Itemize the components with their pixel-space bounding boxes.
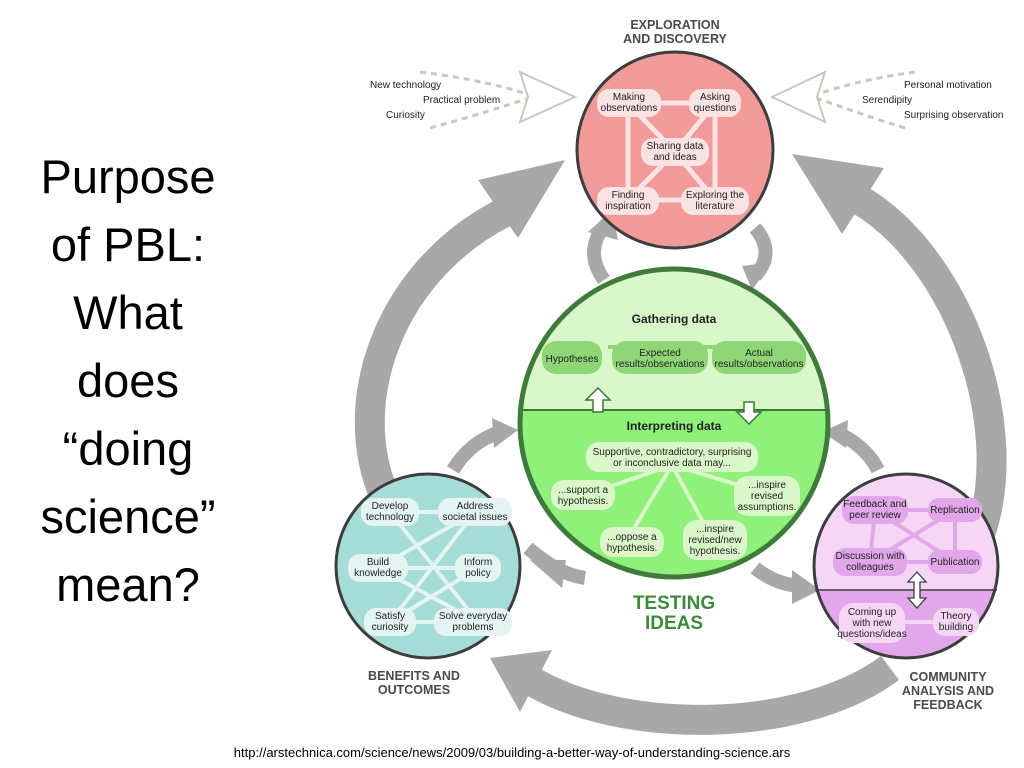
node-discussion: Discussion with — [836, 551, 905, 562]
community-heading: FEEDBACK — [913, 698, 982, 712]
arrow-right-down-head — [792, 154, 884, 234]
node-new-questions: questions/ideas — [837, 629, 907, 640]
interpreting-data-title: Interpreting data — [627, 419, 722, 433]
title-line: does — [77, 354, 179, 407]
gathering-data-title: Gathering data — [632, 312, 717, 326]
cycle-arrows — [354, 154, 1007, 735]
node-revised-new-hypothesis: ...inspire — [696, 524, 734, 535]
source-url: http://arstechnica.com/science/news/2009… — [233, 745, 791, 760]
node-develop-technology: Develop — [372, 501, 409, 512]
node-discussion: colleagues — [846, 562, 894, 573]
node-oppose-hypothesis: hypothesis. — [607, 543, 658, 554]
input-arrow-right: Personal motivation Serendipity Surprisi… — [769, 70, 1004, 130]
node-making-observations: Making — [613, 92, 645, 103]
node-revised-assumptions: assumptions. — [738, 502, 797, 513]
node-actual-results: results/observations — [715, 359, 804, 370]
benefits-circle: Develop technology Address societal issu… — [334, 472, 522, 697]
community-heading: COMMUNITY — [909, 670, 987, 684]
node-inform-policy: policy — [465, 568, 491, 579]
arrow-right-down — [851, 187, 1007, 546]
title-line: What — [73, 286, 183, 339]
node-revised-new-hypothesis: revised/new — [688, 535, 742, 546]
node-address-issues: societal issues — [442, 512, 507, 523]
down-arrow-icon — [735, 401, 763, 426]
data-may-text: Supportive, contradictory, surprising — [593, 447, 752, 458]
node-support-hypothesis: hypothesis. — [558, 496, 609, 507]
exploration-heading: AND DISCOVERY — [623, 32, 727, 46]
node-feedback-review: Feedback and — [843, 499, 906, 510]
node-asking-questions: Asking — [700, 92, 730, 103]
exploration-circle: EXPLORATION AND DISCOVERY Making observa… — [575, 18, 775, 250]
node-satisfy-curiosity: Satisfy — [375, 611, 405, 622]
node-publication: Publication — [931, 557, 980, 568]
node-revised-assumptions: revised — [751, 491, 783, 502]
title-line: Purpose — [40, 150, 216, 203]
arrow-bottom-head — [490, 650, 552, 712]
slide-title: Purpose of PBL: What does “doing science… — [18, 143, 238, 619]
input-new-technology: New technology — [370, 80, 441, 91]
node-build-knowledge: Build — [367, 557, 389, 568]
node-replication: Replication — [930, 505, 979, 516]
up-arrow-icon — [584, 386, 612, 413]
node-feedback-review: peer review — [849, 510, 901, 521]
exploration-heading: EXPLORATION — [630, 18, 719, 32]
node-making-observations: observations — [601, 103, 658, 114]
node-new-questions: with new — [852, 618, 893, 629]
node-develop-technology: technology — [366, 512, 414, 523]
node-new-questions: Coming up — [848, 607, 897, 618]
title-line: mean? — [56, 558, 200, 611]
input-personal-motivation: Personal motivation — [904, 80, 992, 91]
node-expected-results: Expected — [639, 348, 681, 359]
input-practical-problem: Practical problem — [423, 95, 500, 106]
title-line: science” — [40, 490, 216, 543]
node-sharing-data: Sharing data — [647, 141, 704, 152]
input-surprising-observation: Surprising observation — [904, 110, 1004, 121]
arrow-bottom — [522, 655, 899, 735]
node-theory-building: Theory — [940, 611, 971, 622]
community-circle: Feedback and peer review Replication Dis… — [812, 472, 1000, 712]
node-sharing-data: and ideas — [653, 152, 696, 163]
input-arrow-left: New technology Practical problem Curiosi… — [370, 70, 578, 130]
title-line: “doing — [62, 422, 194, 475]
node-finding-inspiration: inspiration — [605, 201, 651, 212]
node-hypotheses: Hypotheses — [546, 354, 599, 365]
arrow-left-up-head — [478, 160, 565, 238]
title-line: of PBL: — [50, 218, 206, 271]
node-address-issues: Address — [457, 501, 494, 512]
node-asking-questions: questions — [694, 103, 737, 114]
node-solve-problems: Solve everyday — [439, 611, 507, 622]
node-expected-results: results/observations — [616, 359, 705, 370]
up-down-arrow-icon — [906, 571, 928, 609]
node-exploring-literature: literature — [696, 201, 735, 212]
node-inform-policy: Inform — [464, 557, 492, 568]
community-heading: ANALYSIS AND — [902, 684, 994, 698]
node-finding-inspiration: Finding — [612, 190, 645, 201]
input-curiosity: Curiosity — [386, 110, 425, 121]
testing-heading: IDEAS — [645, 613, 703, 634]
data-may-text: or inconclusive data may... — [613, 458, 731, 469]
node-build-knowledge: knowledge — [354, 568, 402, 579]
node-oppose-hypothesis: ...oppose a — [607, 532, 657, 543]
node-revised-new-hypothesis: hypothesis. — [690, 546, 741, 557]
benefits-heading: OUTCOMES — [378, 683, 450, 697]
node-actual-results: Actual — [745, 348, 773, 359]
node-solve-problems: problems — [452, 622, 493, 633]
node-support-hypothesis: ...support a — [558, 485, 608, 496]
node-revised-assumptions: ...inspire — [748, 480, 786, 491]
node-satisfy-curiosity: curiosity — [372, 622, 409, 633]
input-serendipity: Serendipity — [862, 95, 912, 106]
arrow-left-up — [354, 198, 512, 518]
testing-heading: TESTING — [633, 593, 715, 614]
node-exploring-literature: Exploring the — [686, 190, 745, 201]
node-theory-building: building — [939, 622, 973, 633]
benefits-heading: BENEFITS AND — [368, 669, 460, 683]
